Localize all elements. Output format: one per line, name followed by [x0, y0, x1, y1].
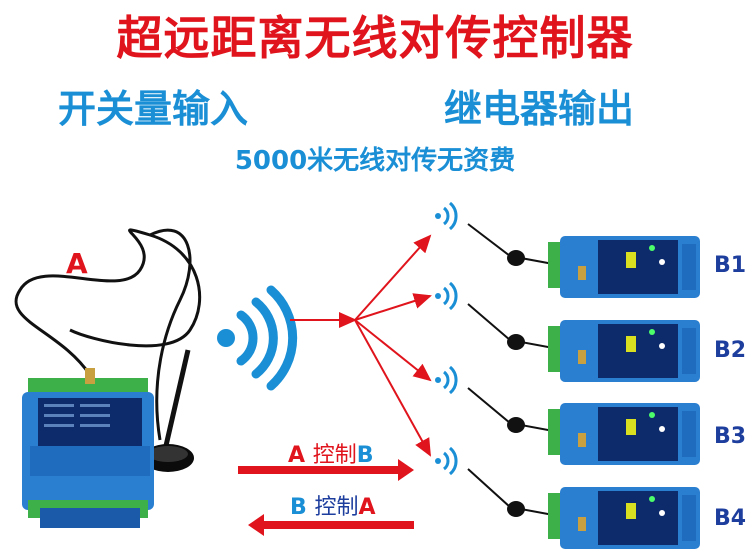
receiver-module-b1 [435, 201, 700, 298]
arrow-b-to-a [248, 514, 414, 536]
fanout-arrows [290, 234, 432, 457]
small-signal-icon [435, 446, 458, 476]
receiver-module-b4 [435, 446, 700, 549]
small-signal-icon [435, 281, 458, 311]
whip-antenna-icon [142, 349, 194, 472]
main-transmitter-device [22, 368, 154, 528]
wireless-signal-icon [217, 285, 298, 391]
receiver-module-b2 [435, 281, 700, 382]
device-a-label: A [66, 247, 88, 280]
arrow-top-word: 控制 [312, 443, 357, 468]
small-signal-icon [435, 201, 458, 231]
arrow-bottom-to: A [358, 495, 376, 520]
subtitle-relay-output: 继电器输出 [444, 87, 635, 131]
receiver-label-b1: B1 [714, 253, 747, 278]
receiver-module-b3 [435, 365, 700, 465]
tagline: 5000米无线对传无资费 [234, 146, 516, 176]
arrow-b-to-a-text: B 控制A [290, 489, 376, 521]
antenna-cable [14, 228, 202, 441]
receiver-label-b2: B2 [714, 338, 747, 363]
subtitle-switch-input: 开关量输入 [58, 87, 249, 131]
receiver-label-b3: B3 [714, 424, 747, 449]
arrow-bottom-word: 控制 [314, 495, 359, 520]
arrow-a-to-b-text: A 控制B [288, 437, 374, 469]
arrow-bottom-from: B [290, 495, 307, 520]
receiver-label-b4: B4 [714, 506, 747, 531]
arrow-a-to-b [238, 459, 414, 481]
small-signal-icon [435, 365, 458, 395]
arrow-top-to: B [356, 443, 374, 468]
page-title: 超远距离无线对传控制器 [116, 11, 634, 65]
arrow-top-from: A [288, 443, 306, 468]
